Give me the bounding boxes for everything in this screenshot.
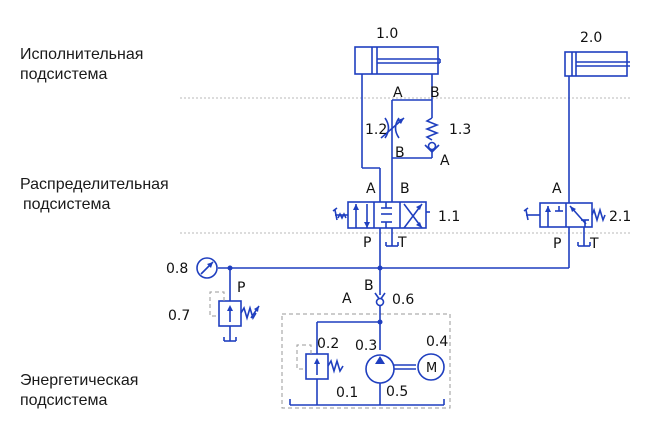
check-valve-0-6 xyxy=(374,292,386,307)
label-executive-line1: Исполнительная xyxy=(20,46,144,63)
label-executive-subsystem: Исполнительная подсистема xyxy=(20,45,143,85)
label-check-port-a: A xyxy=(342,291,352,307)
label-valve1-port-t: T xyxy=(397,235,407,251)
label-check-0-6: 0.6 xyxy=(392,292,414,308)
label-power-line2: подсистема xyxy=(20,392,108,409)
label-distribution-line2: подсистема xyxy=(23,196,111,213)
label-check-port-b: B xyxy=(364,278,374,294)
label-relief-0-2: 0.2 xyxy=(317,336,339,352)
label-cylinder-2-0: 2.0 xyxy=(580,30,602,46)
label-port-a-lower: A xyxy=(440,153,450,169)
label-gauge-0-8: 0.8 xyxy=(166,261,188,277)
label-valve2-port-p: P xyxy=(553,236,561,252)
label-valve1-port-a: A xyxy=(366,181,376,197)
label-throttle-1-2: 1.2 xyxy=(365,122,387,138)
label-valve-1-1: 1.1 xyxy=(438,209,460,225)
junction-pump xyxy=(377,319,383,325)
label-port-b-cyl1: B xyxy=(430,85,440,101)
label-port-b-lower: B xyxy=(395,145,405,161)
label-port-a-cyl1: A xyxy=(393,85,403,101)
throttle-1-2 xyxy=(380,117,405,139)
gauge-0-8 xyxy=(196,257,218,279)
power-unit-boundary xyxy=(281,313,451,409)
label-cylinder-1-0: 1.0 xyxy=(376,26,398,42)
label-valve1-port-b: B xyxy=(400,181,410,197)
label-power-line1: Энергетическая xyxy=(20,372,139,389)
pump-0-3 xyxy=(365,354,416,405)
cylinder-1-0 xyxy=(354,46,441,75)
relief-valve-0-7 xyxy=(209,291,260,342)
label-valve2-port-a: A xyxy=(552,181,562,197)
label-distribution-line1: Распределительная xyxy=(20,176,169,193)
relief-valve-0-2 xyxy=(296,344,344,405)
tank-0-1 xyxy=(289,399,445,406)
label-pump-line-0-5: 0.5 xyxy=(386,384,408,400)
label-valve1-port-p: P xyxy=(363,235,371,251)
label-executive-line2: подсистема xyxy=(20,66,108,83)
label-pump-0-3: 0.3 xyxy=(355,338,377,354)
label-motor-0-4: 0.4 xyxy=(426,334,448,350)
label-tank-0-1: 0.1 xyxy=(336,385,358,401)
label-valve-2-1: 2.1 xyxy=(609,209,631,225)
label-valve2-port-t: T xyxy=(589,236,599,252)
cylinder-2-0 xyxy=(564,51,630,77)
motor-0-4: M xyxy=(417,353,445,381)
label-distribution-subsystem: Распределительная подсистема xyxy=(20,175,169,215)
check-valve-1-3 xyxy=(424,117,440,154)
label-relief-0-7: 0.7 xyxy=(168,308,190,324)
valve-2-1 xyxy=(523,202,606,228)
label-relief-port-p: P xyxy=(237,280,245,296)
valve-1-1 xyxy=(332,201,430,229)
label-check-valve-1-3: 1.3 xyxy=(449,122,471,138)
motor-symbol: M xyxy=(426,361,437,376)
label-power-subsystem: Энергетическая подсистема xyxy=(20,371,138,411)
